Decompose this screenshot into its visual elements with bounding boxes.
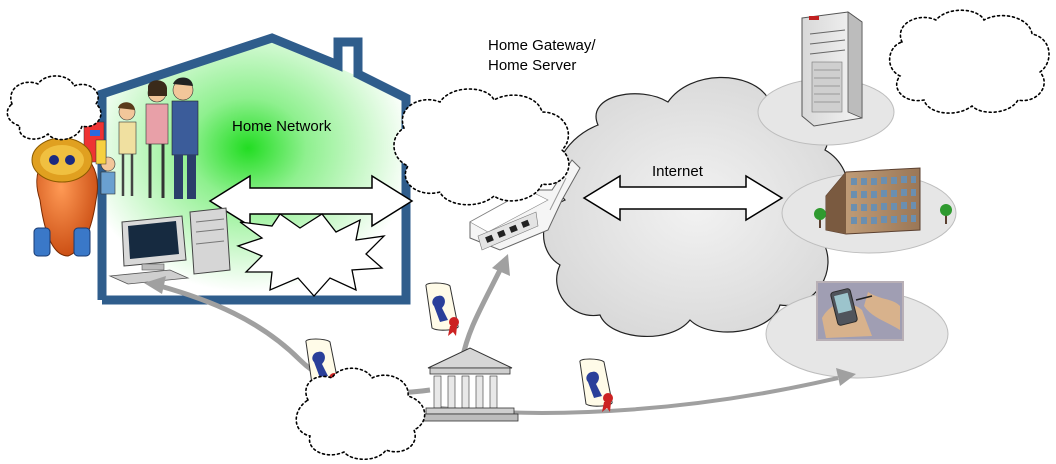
family-icon [83, 77, 199, 199]
desktop-computer-icon [108, 207, 231, 285]
home-network-double-arrow [208, 174, 414, 228]
home-network-label: Home Network [232, 118, 332, 135]
server-tower-icon [801, 11, 863, 127]
tree-right-icon [940, 204, 952, 224]
dotted-cloud-left [6, 75, 102, 141]
gateway-label-line2: Home Server [488, 57, 577, 74]
institution-building-icon [421, 347, 519, 422]
dotted-cloud-institution [295, 367, 426, 461]
internet-label: Internet [652, 163, 703, 180]
gateway-label-line1: Home Gateway/ [488, 37, 596, 54]
cert-path-to-mobile [439, 368, 856, 415]
robot-toy-icon [31, 137, 98, 257]
burst-shape [236, 213, 386, 297]
certificate-icon [579, 358, 613, 412]
office-building-icon [814, 167, 952, 235]
tree-left-icon [814, 208, 826, 228]
cert-path-to-gateway [459, 254, 510, 361]
pda-hand-icon [816, 281, 904, 341]
dotted-cloud-server [888, 9, 1050, 114]
dotted-cloud-gateway [393, 88, 570, 206]
internet-double-arrow [582, 174, 784, 222]
certificate-icon [425, 282, 459, 336]
home-gateway-device-icon [469, 159, 581, 251]
